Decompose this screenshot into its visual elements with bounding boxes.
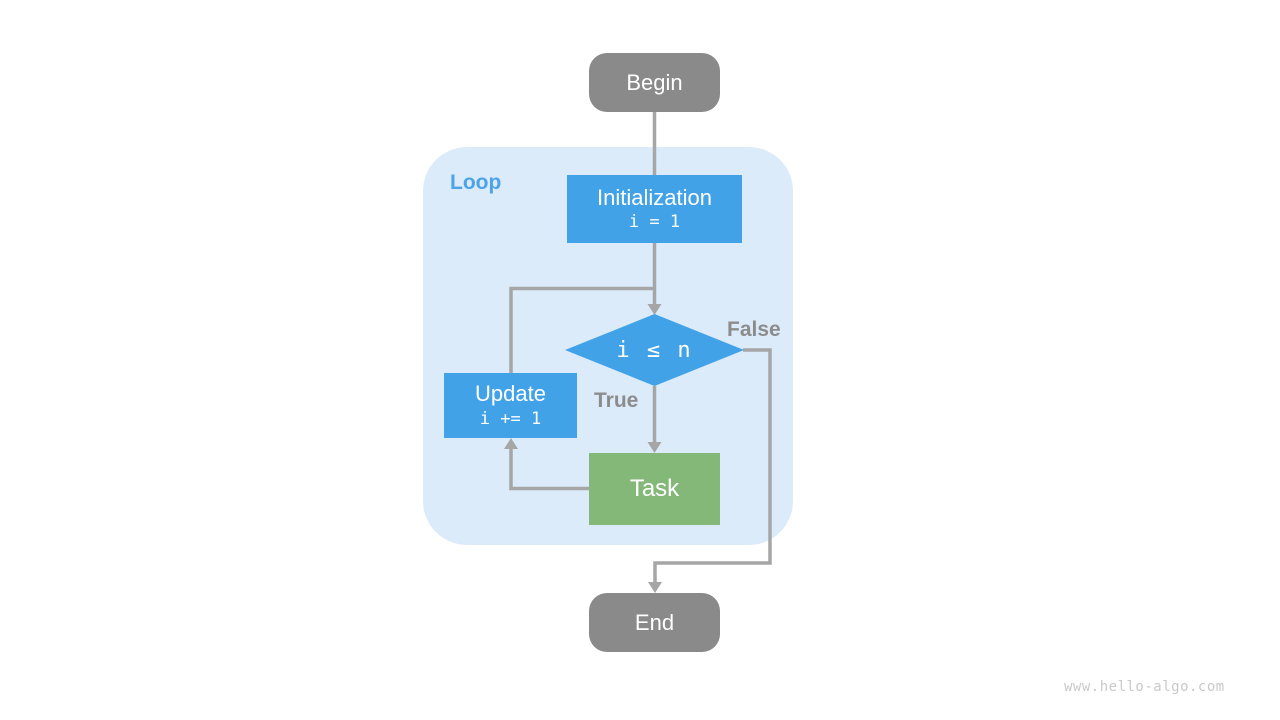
node-end: End	[589, 593, 720, 652]
arrowhead-into-update	[504, 438, 518, 449]
update-title: Update	[475, 381, 546, 407]
condition-diamond-shape	[565, 314, 744, 386]
initialization-code: i = 1	[628, 212, 681, 233]
node-task: Task	[589, 453, 720, 525]
end-label: End	[634, 609, 675, 635]
connector-task-to-update	[509, 447, 589, 491]
node-update: Update i += 1	[444, 373, 577, 438]
connector-condition-to-end-false	[653, 348, 772, 584]
false-branch-label: False	[727, 318, 781, 341]
arrowhead-into-end	[648, 582, 662, 593]
loop-group-label: Loop	[450, 171, 502, 194]
watermark-text: www.hello-algo.com	[1064, 679, 1225, 695]
initialization-title: Initialization	[597, 184, 712, 210]
arrowhead-into-task	[647, 442, 662, 453]
node-begin: Begin	[589, 53, 720, 112]
update-code: i += 1	[479, 408, 542, 429]
true-branch-label: True	[594, 389, 639, 412]
condition-diamond-label: i ≤ n	[616, 337, 693, 363]
begin-label: Begin	[626, 69, 683, 95]
arrowhead-into-condition	[647, 304, 662, 315]
task-label: Task	[629, 475, 680, 502]
node-initialization: Initialization i = 1	[567, 175, 742, 243]
connector-update-to-condition	[509, 286, 655, 373]
